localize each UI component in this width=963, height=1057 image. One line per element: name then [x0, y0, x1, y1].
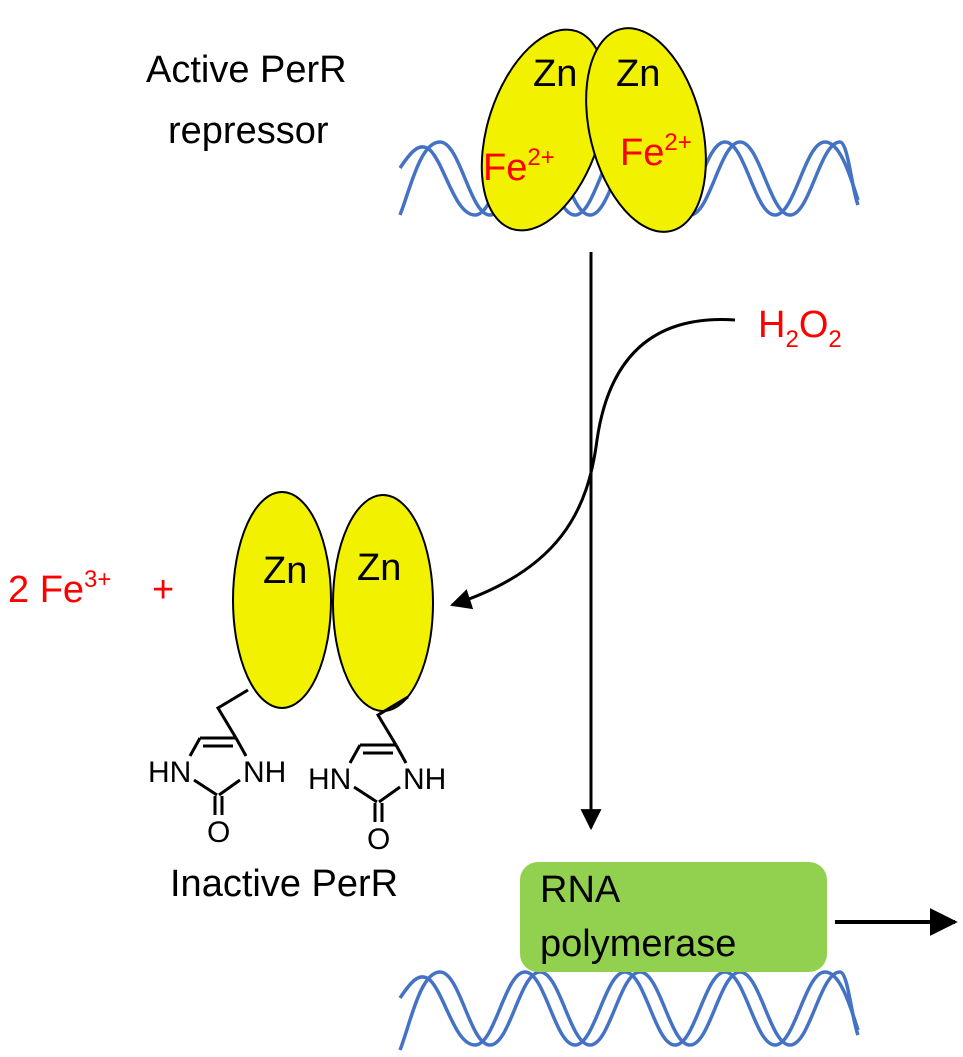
- inactive-perr-right-subunit: [332, 494, 434, 712]
- fe2-left-charge: 2+: [527, 144, 554, 171]
- fe2-label-right: Fe2+: [620, 129, 692, 174]
- active-perr-dimer: [480, 27, 707, 233]
- zn-label-inactive-left: Zn: [263, 550, 307, 592]
- oxo-histidine-left-hn: HN: [148, 756, 191, 789]
- oxo-histidine-right-linker: [375, 695, 409, 746]
- h2o2-label: H2O2: [758, 304, 842, 353]
- fe3-charge: 3+: [84, 566, 111, 593]
- zn-label-active-left: Zn: [533, 53, 577, 95]
- bottom-dna-strand-2: [398, 970, 860, 1047]
- h2o2-sub2: 2: [828, 326, 841, 353]
- h2o2-sub1: 2: [785, 326, 798, 353]
- fe3-label: 2 Fe3+: [8, 566, 111, 611]
- plus-sign: +: [152, 569, 174, 611]
- oxo-histidine-left-bond-c2: [218, 778, 241, 797]
- active-perr-title-line2: repressor: [168, 110, 329, 152]
- oxo-histidine-left-o: O: [207, 816, 230, 849]
- rna-polymerase-line2: polymerase: [540, 923, 736, 965]
- h2o2-curved-arrow: [450, 318, 736, 610]
- oxo-histidine-right-hn: HN: [308, 763, 351, 796]
- fe2-label-left: Fe2+: [483, 144, 555, 189]
- inactive-perr-dimer: [232, 491, 434, 712]
- oxo-histidine-right-nh: NH: [403, 763, 446, 796]
- oxo-histidine-right-bond-hn: [348, 744, 362, 764]
- inactive-perr-left-subunit: [232, 491, 332, 709]
- oxo-histidine-left-bond-c1: [193, 778, 218, 797]
- bottom-dna-strand-1: [398, 970, 860, 1051]
- oxo-histidine-right-bond-c1: [353, 785, 378, 804]
- fe2-left-base: Fe: [483, 147, 527, 189]
- bottom-dna-helix: [398, 970, 860, 1051]
- zn-label-active-right: Zn: [616, 53, 660, 95]
- oxo-histidine-right-o: O: [367, 823, 390, 856]
- h2o2-h: H: [758, 304, 785, 346]
- oxo-histidine-left-bond-nh: [234, 737, 248, 757]
- inactive-perr-label: Inactive PerR: [170, 863, 398, 905]
- rna-polymerase-box: [520, 862, 827, 972]
- rna-polymerase-line1: RNA: [540, 869, 621, 911]
- fe2-right-charge: 2+: [664, 129, 691, 156]
- oxo-histidine-right: [348, 695, 409, 822]
- oxo-histidine-left: [188, 688, 249, 815]
- oxo-histidine-right-bond-nh: [394, 744, 408, 764]
- oxo-histidine-left-linker: [215, 688, 249, 739]
- oxo-histidine-left-bond-hn: [188, 737, 202, 757]
- h2o2-o: O: [799, 304, 829, 346]
- oxo-histidine-right-bond-c2: [378, 785, 401, 804]
- zn-label-inactive-right: Zn: [357, 547, 401, 589]
- active-perr-title-line1: Active PerR: [146, 49, 347, 91]
- fe3-prefix: 2 Fe: [8, 569, 84, 611]
- active-perr-right-subunit: [585, 27, 707, 233]
- fe2-right-base: Fe: [620, 132, 664, 174]
- oxo-histidine-left-nh: NH: [243, 756, 286, 789]
